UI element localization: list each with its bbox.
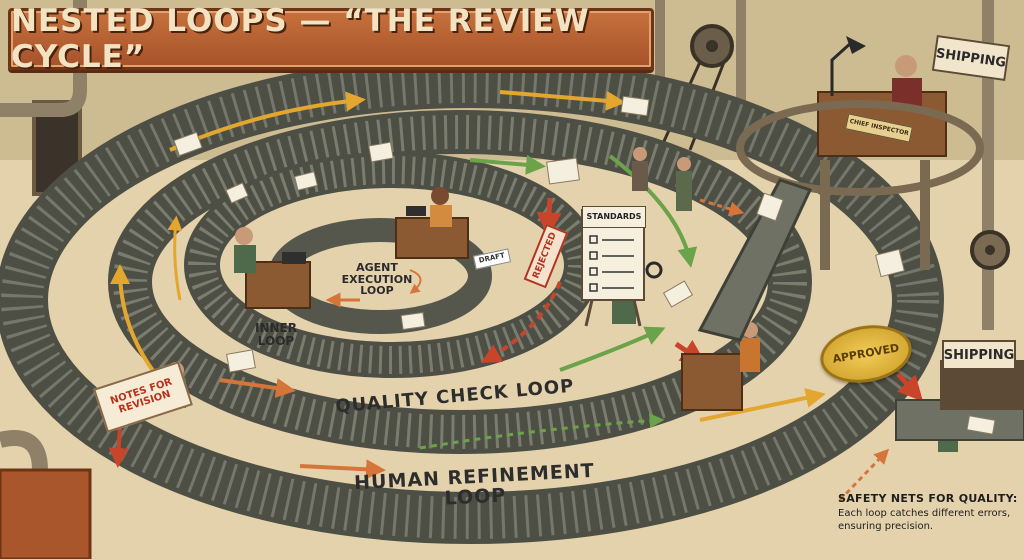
flow-arrow xyxy=(409,269,422,294)
flow-arrow xyxy=(838,448,890,502)
flow-arrow xyxy=(699,198,745,217)
outer-conveyor-slats xyxy=(1,61,939,539)
agent-execution-loop-label: AGENT EXECUTION LOOP xyxy=(341,261,413,298)
flow-arrow xyxy=(469,154,546,175)
flow-arrow xyxy=(559,326,666,372)
title-banner: NESTED LOOPS — “THE REVIEW CYCLE” xyxy=(8,3,654,75)
furnace-machine xyxy=(0,468,92,559)
easel-leg xyxy=(584,299,594,327)
flow-arrow xyxy=(699,388,826,422)
shipping-sign-bottom: SHIPPING xyxy=(942,340,1016,370)
easel-leg xyxy=(632,299,642,327)
flow-arrow xyxy=(167,215,183,301)
flow-arrow xyxy=(299,459,386,480)
pipe xyxy=(0,0,87,117)
standards-board-title: STANDARDS xyxy=(582,206,646,228)
worker-typist xyxy=(234,227,256,273)
page-title: NESTED LOOPS — “THE REVIEW CYCLE” xyxy=(11,3,590,75)
flow-arrow xyxy=(608,154,698,268)
mezzanine-post xyxy=(820,160,830,270)
mezzanine-railing xyxy=(736,100,984,196)
flow-arrow xyxy=(419,413,665,450)
sorting-desk xyxy=(681,353,743,411)
gear-hub xyxy=(985,245,995,255)
paper-documents xyxy=(173,95,996,435)
support-column xyxy=(736,0,746,120)
reject-arrow xyxy=(896,372,924,402)
flow-arrow xyxy=(499,90,626,111)
worker-agent xyxy=(430,187,452,227)
reject-arrow xyxy=(108,423,129,468)
checklist-icon xyxy=(589,235,634,292)
lamp-icon xyxy=(830,40,854,96)
flow-arrow xyxy=(219,378,296,398)
inner-loop-label: INNER LOOP xyxy=(255,321,297,348)
worker-observers xyxy=(632,147,692,211)
typewriter-icon xyxy=(282,252,306,264)
safety-nets-caption: SAFETY NETS FOR QUALITY: Each loop catch… xyxy=(838,492,1022,554)
mezzanine-post xyxy=(920,160,930,270)
reject-arrow xyxy=(480,281,562,363)
ramp-conveyor xyxy=(697,178,813,342)
magnifier-icon xyxy=(645,261,663,279)
lamp-shade xyxy=(846,36,866,54)
inner-desk xyxy=(245,261,311,309)
typewriter-icon xyxy=(406,206,426,216)
safety-nets-title: SAFETY NETS FOR QUALITY: xyxy=(838,492,1018,505)
middle-conveyor-slats xyxy=(113,115,807,449)
gear-hub xyxy=(706,40,718,52)
safety-nets-body: Each loop catches different errors, ensu… xyxy=(838,508,1011,532)
